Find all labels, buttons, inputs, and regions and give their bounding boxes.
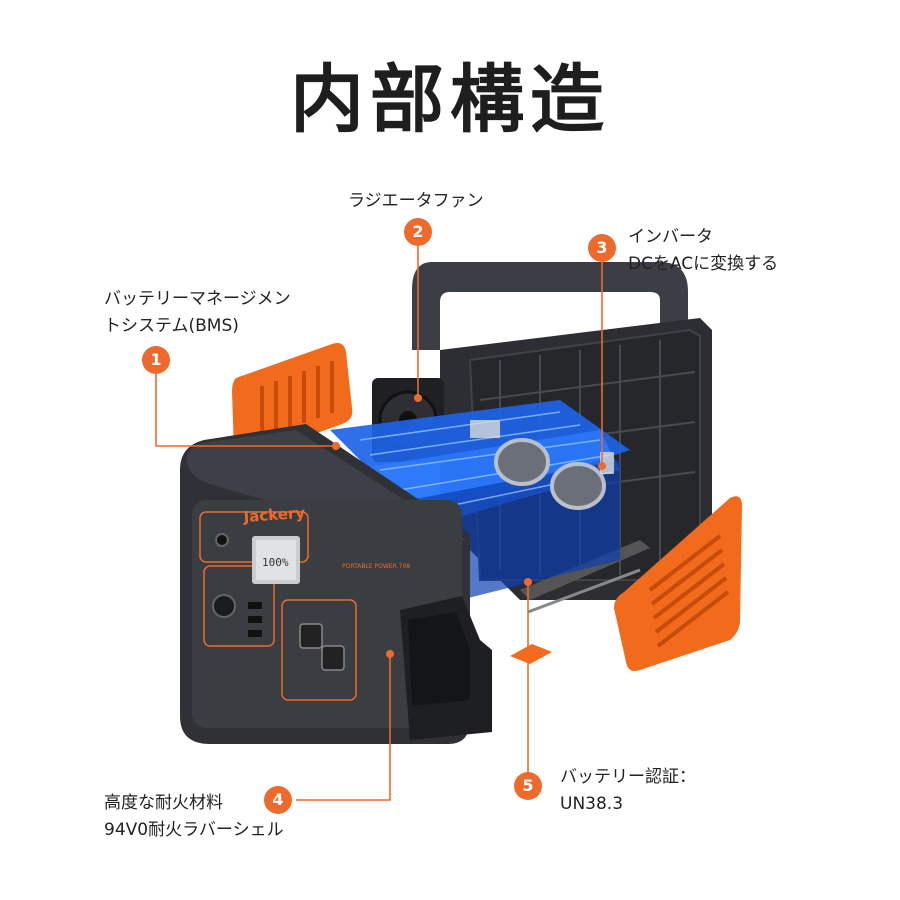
page-title: 内部構造: [290, 57, 610, 143]
callout-1-badge: 1: [142, 346, 170, 374]
callout-1-label: バッテリーマネージメン トシステム(BMS): [104, 289, 291, 336]
callout-2-badge: 2: [404, 218, 432, 246]
callout-4-badge: 4: [264, 786, 292, 814]
left-orange-shell: [232, 343, 353, 459]
power-station-body: [180, 424, 492, 744]
callout-4-label: 高度な耐火材料 94V0耐火ラバーシェル: [104, 793, 284, 840]
callout-2-label: ラジエータファン: [348, 191, 484, 211]
brand-logo-text: Jackery: [242, 504, 306, 526]
callout-3-label: インバータ DCをACに変換する: [628, 227, 779, 274]
orange-foot: [510, 644, 552, 664]
callout-anchor-dots: [332, 394, 606, 658]
screen-reading: 100%: [262, 556, 289, 569]
callout-3-badge: 3: [588, 234, 616, 262]
callout-5-label: バッテリー認証： UN38.3: [560, 767, 696, 814]
callout-leader-lines: [155, 246, 603, 801]
callout-5-badge: 5: [514, 772, 542, 800]
side-tag-text: PORTABLE POWER 708: [342, 563, 410, 570]
right-orange-shell: [614, 496, 742, 671]
